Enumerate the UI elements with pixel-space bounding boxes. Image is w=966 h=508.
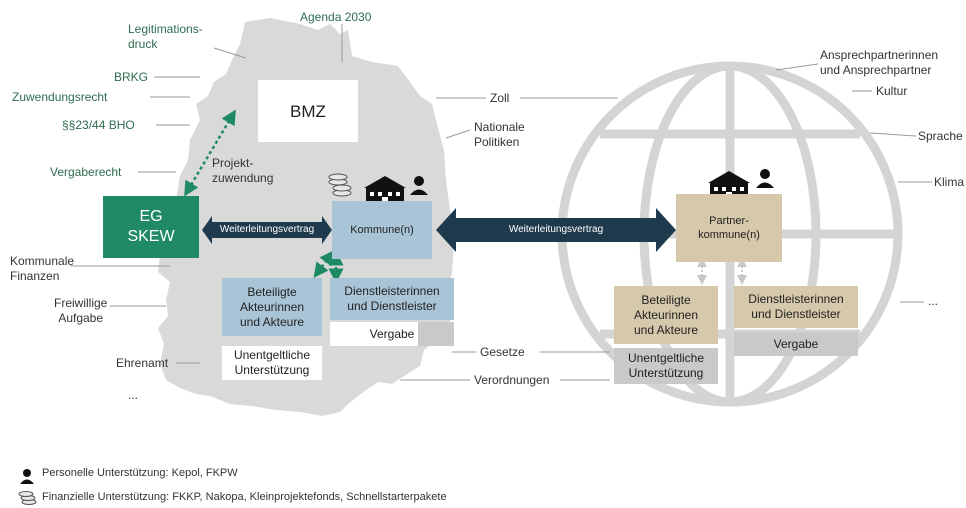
leader-lines-right [775, 63, 932, 303]
weiterleitung-arrow-left-shape [202, 216, 332, 244]
akteure-box-right: Beteiligte Akteurinnen und Akteure [614, 286, 718, 344]
coins-icon [328, 173, 352, 197]
bmz-skew-dotted-arrow [184, 109, 236, 197]
leader-lines-middle [400, 97, 618, 381]
kommune-box: Kommune(n) [332, 201, 432, 259]
label-projektzuwendung: Projekt- zuwendung [212, 156, 274, 185]
label-legitimationsdruck: Legitimations- druck [128, 22, 203, 51]
person-icon [410, 169, 774, 195]
eg-skew-box: EG SKEW [103, 196, 199, 258]
label-bho: §§23/44 BHO [62, 118, 135, 132]
weiterleitung-label-left: Weiterleitungsvertrag [219, 224, 315, 235]
unentgeltlich-box-right: Unentgeltliche Unterstützung [614, 348, 718, 384]
label-gesetze: Gesetze [480, 345, 525, 359]
label-ellipsis-left: ... [128, 388, 139, 402]
leader-lines-left [70, 24, 343, 364]
label-zuwendungsrecht: Zuwendungsrecht [12, 90, 108, 104]
label-brkg: BRKG [114, 70, 149, 84]
label-zoll: Zoll [490, 91, 510, 105]
bmz-box: BMZ [258, 80, 358, 142]
label-kultur: Kultur [876, 84, 908, 98]
vergabe-shadow-left [418, 322, 454, 346]
legend-finanziell: Finanzielle Unterstützung: FKKP, Nakopa,… [42, 491, 447, 503]
label-ansprechpartner: Ansprechpartnerinnen und Ansprechpartner [820, 48, 939, 77]
label-vergaberecht: Vergaberecht [50, 165, 122, 179]
label-agenda-2030: Agenda 2030 [300, 10, 372, 24]
label-ellipsis-right: ... [928, 294, 939, 308]
legend-person-icon [20, 469, 34, 484]
legend-personell: Personelle Unterstützung: Kepol, FKPW [42, 467, 238, 479]
label-freiwillige-aufgabe: Freiwillige Aufgabe [54, 296, 108, 325]
label-klima: Klima [934, 175, 965, 189]
weiterleitung-label-right: Weiterleitungsvertrag [508, 224, 604, 235]
partnerkommune-box: Partner- kommune(n) [676, 194, 782, 262]
dienstleister-box-right: Dienstleisterinnen und Dienstleister [734, 286, 858, 328]
dienstleister-box-left: Dienstleisterinnen und Dienstleister [330, 278, 454, 320]
unentgeltlich-box-left: Unentgeltliche Unterstützung [222, 346, 322, 380]
legend-coins-icon [18, 491, 37, 505]
label-ehrenamt: Ehrenamt [116, 356, 169, 370]
label-nationale-politiken: Nationale Politiken [474, 120, 525, 149]
akteure-box-left: Beteiligte Akteurinnen und Akteure [222, 278, 322, 336]
vergabe-box-right: Vergabe [734, 332, 858, 356]
label-kommunale-finanzen: Kommunale Finanzen [10, 254, 75, 283]
weiterleitung-arrow-right-shape [436, 208, 676, 252]
label-verordnungen: Verordnungen [474, 373, 550, 387]
label-sprache: Sprache [918, 129, 963, 143]
